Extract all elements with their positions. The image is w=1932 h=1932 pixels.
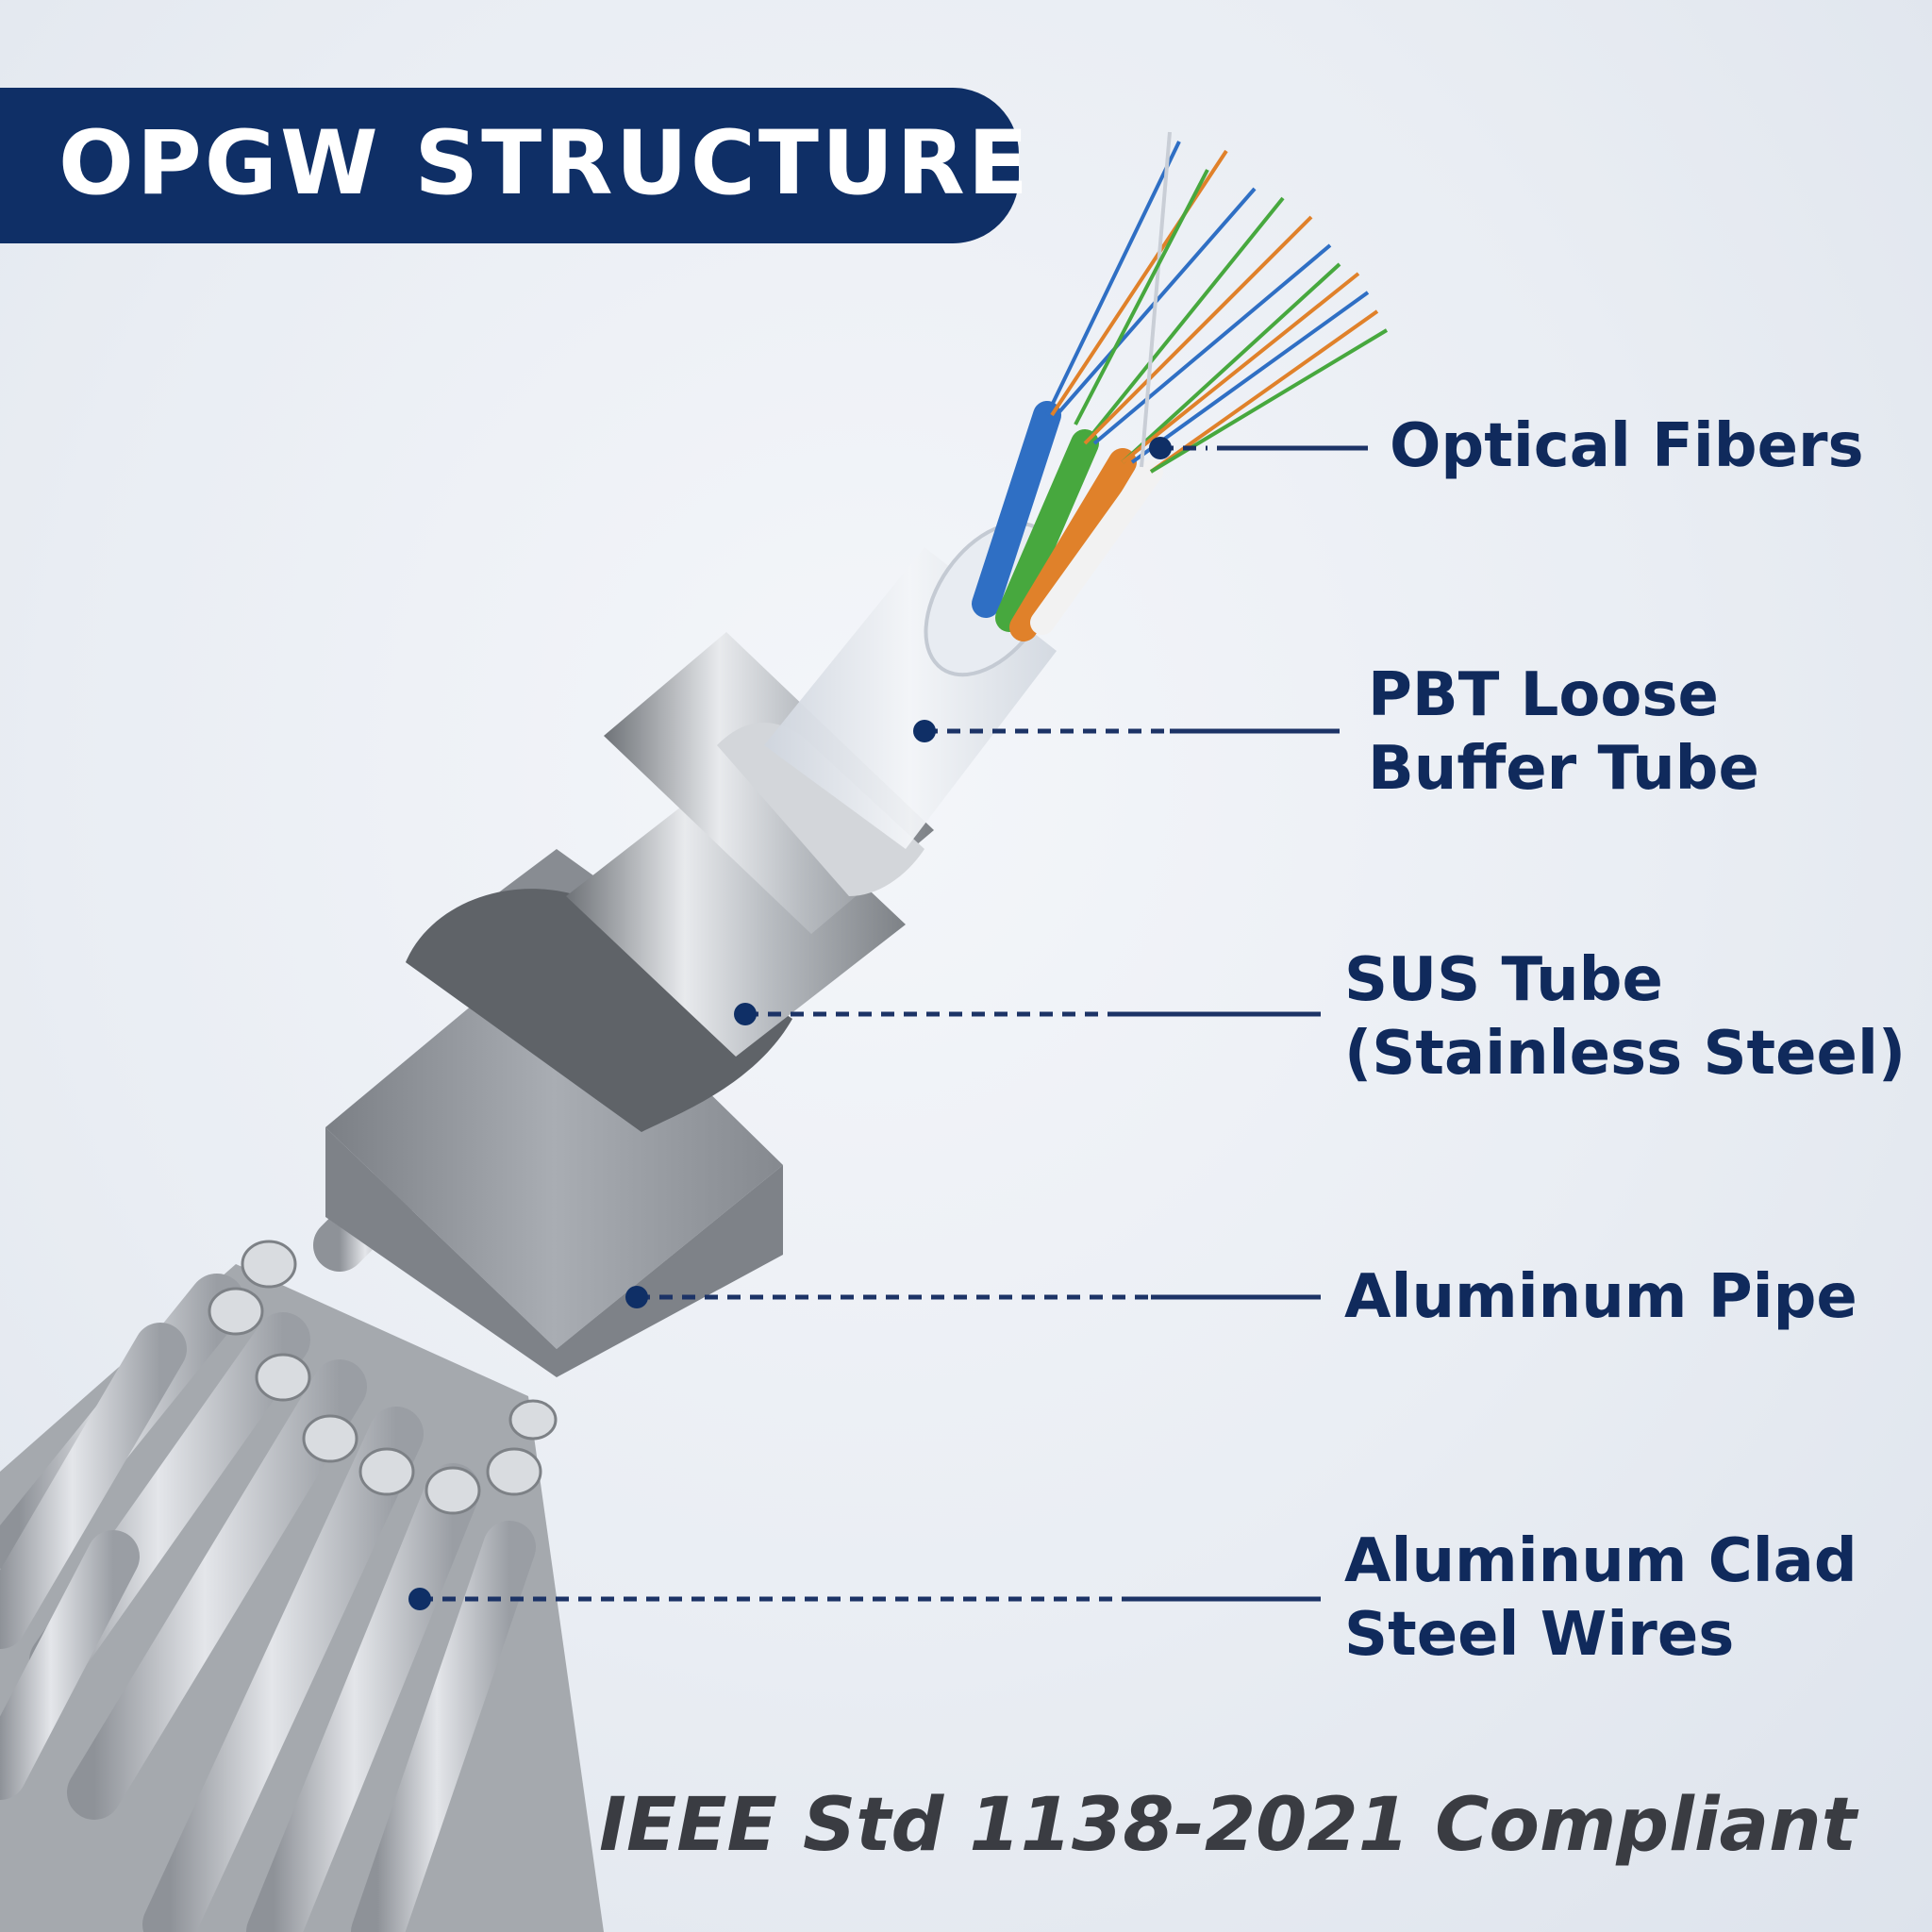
sus-dot: [734, 1003, 757, 1025]
label-aluminum-pipe: Aluminum Pipe: [1344, 1260, 1857, 1334]
label-line: (Stainless Steel): [1344, 1019, 1907, 1089]
label-line: Aluminum Pipe: [1344, 1262, 1857, 1332]
page-title: OPGW STRUCTURE: [58, 112, 1031, 215]
label-sus-tube: SUS Tube (Stainless Steel): [1344, 943, 1906, 1091]
label-line: Steel Wires: [1344, 1600, 1735, 1670]
optical-fibers: [972, 131, 1389, 641]
compliance-note: IEEE Std 1138-2021 Compliant: [598, 1783, 1857, 1868]
pipe-dot: [625, 1286, 648, 1308]
label-pbt-buffer-tube: PBT Loose Buffer Tube: [1368, 658, 1759, 806]
label-line: Aluminum Clad: [1344, 1526, 1857, 1596]
label-optical-fibers: Optical Fibers: [1390, 409, 1864, 483]
leader-lines: [420, 445, 1368, 1602]
wires-dot: [408, 1588, 431, 1610]
label-line: Optical Fibers: [1390, 411, 1864, 481]
sus-tube: [566, 632, 934, 1057]
label-aluminum-clad-steel-wires: Aluminum Clad Steel Wires: [1344, 1524, 1857, 1672]
aluminum-pipe: [325, 849, 792, 1377]
label-line: Buffer Tube: [1368, 734, 1759, 804]
label-line: PBT Loose: [1368, 660, 1719, 730]
title-banner: OPGW STRUCTURE: [0, 88, 1028, 243]
label-line: SUS Tube: [1344, 945, 1663, 1015]
fibers-dot: [1149, 437, 1172, 459]
buffer-dot: [913, 720, 936, 742]
